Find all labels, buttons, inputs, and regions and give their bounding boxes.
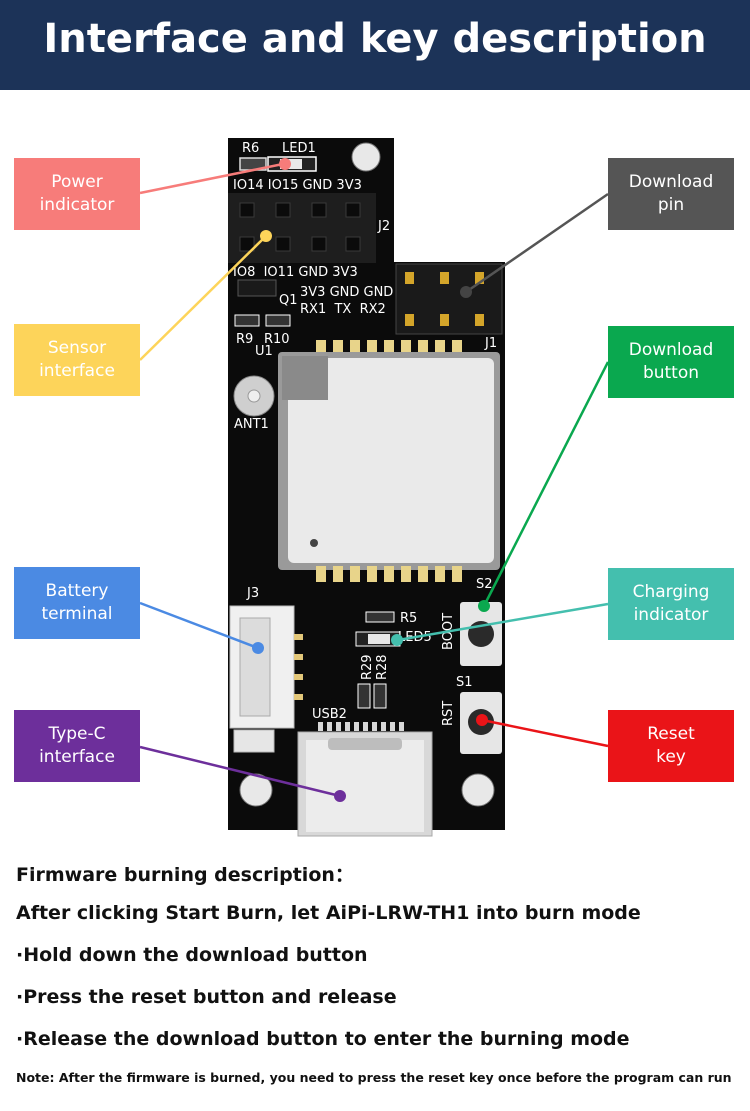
silk-r9: R9 xyxy=(236,332,253,347)
r9-resistor xyxy=(234,314,260,327)
silk-usb2: USB2 xyxy=(312,707,347,722)
silk-pins-row1: 3V3 GND GND xyxy=(300,285,393,300)
callout-dot-charging xyxy=(391,634,403,646)
silk-rst: RST xyxy=(441,701,456,726)
callout-line-sensor xyxy=(139,235,267,361)
rf-module-shield xyxy=(288,358,494,563)
callout-line-reset xyxy=(481,718,609,748)
label-battery-terminal: Battery terminal xyxy=(14,567,140,639)
label-charging-indicator: Charging indicator xyxy=(608,568,734,640)
callout-dot-battery xyxy=(252,642,264,654)
callout-line-typec xyxy=(139,745,341,798)
silk-led1: LED1 xyxy=(282,141,316,156)
description-step-2: ·Press the reset button and release xyxy=(16,986,397,1008)
silk-pins-row2: RX1 TX RX2 xyxy=(300,302,386,317)
silk-s1: S1 xyxy=(456,675,473,690)
callout-dot-sensor xyxy=(260,230,272,242)
silk-r28: R28 xyxy=(375,654,390,680)
callout-dot-typec xyxy=(334,790,346,802)
page-title: Interface and key description xyxy=(43,16,707,62)
label-power-indicator: Power indicator xyxy=(14,158,140,230)
header-banner: Interface and key description xyxy=(0,0,750,90)
callout-line-battery xyxy=(139,601,259,650)
callout-dot-reset xyxy=(476,714,488,726)
description-intro: After clicking Start Burn, let AiPi-LRW-… xyxy=(16,902,641,924)
silk-ant1: ANT1 xyxy=(234,417,269,432)
silk-r29: R29 xyxy=(360,654,375,680)
label-reset-key: Reset key xyxy=(608,710,734,782)
mount-hole-bottom-left xyxy=(239,773,273,807)
label-download-pin: Download pin xyxy=(608,158,734,230)
silk-u1: U1 xyxy=(255,344,273,359)
silk-r5: R5 xyxy=(400,611,417,626)
callout-line-charging xyxy=(397,602,609,642)
callout-line-download-pin xyxy=(465,192,609,294)
description-title: Firmware burning description： xyxy=(16,864,354,886)
description-step-1: ·Hold down the download button xyxy=(16,944,368,966)
mount-hole-bottom-right xyxy=(461,773,495,807)
callout-line-power xyxy=(139,162,284,195)
silk-r6: R6 xyxy=(242,141,259,156)
label-download-button: Download button xyxy=(608,326,734,398)
silk-j3: J3 xyxy=(246,586,259,601)
callout-dot-download-pin xyxy=(460,286,472,298)
silk-r10: R10 xyxy=(264,332,290,347)
description-note: Note: After the firmware is burned, you … xyxy=(16,1070,732,1085)
silk-j1: J1 xyxy=(484,336,497,351)
silk-pins-top: IO14 IO15 GND 3V3 xyxy=(233,178,362,193)
rf-module-antenna-area xyxy=(282,356,328,400)
r10-resistor xyxy=(265,314,291,327)
callout-dot-power xyxy=(279,158,291,170)
silk-pins-mid: IO8 IO11 GND 3V3 xyxy=(233,265,358,280)
board-diagram: R6 LED1 IO14 IO15 GND 3V3 J2 IO8 IO11 GN… xyxy=(139,138,610,837)
label-sensor-interface: Sensor interface xyxy=(14,324,140,396)
silk-s2: S2 xyxy=(476,577,493,592)
callout-dot-download-button xyxy=(478,600,490,612)
label-type-c-interface: Type-C interface xyxy=(14,710,140,782)
silk-j2: J2 xyxy=(377,219,390,234)
mount-hole-top xyxy=(351,142,381,172)
q1-transistor xyxy=(237,279,277,297)
silk-q1: Q1 xyxy=(279,293,298,308)
description-step-3: ·Release the download button to enter th… xyxy=(16,1028,630,1050)
callout-line-download-button xyxy=(482,361,610,607)
